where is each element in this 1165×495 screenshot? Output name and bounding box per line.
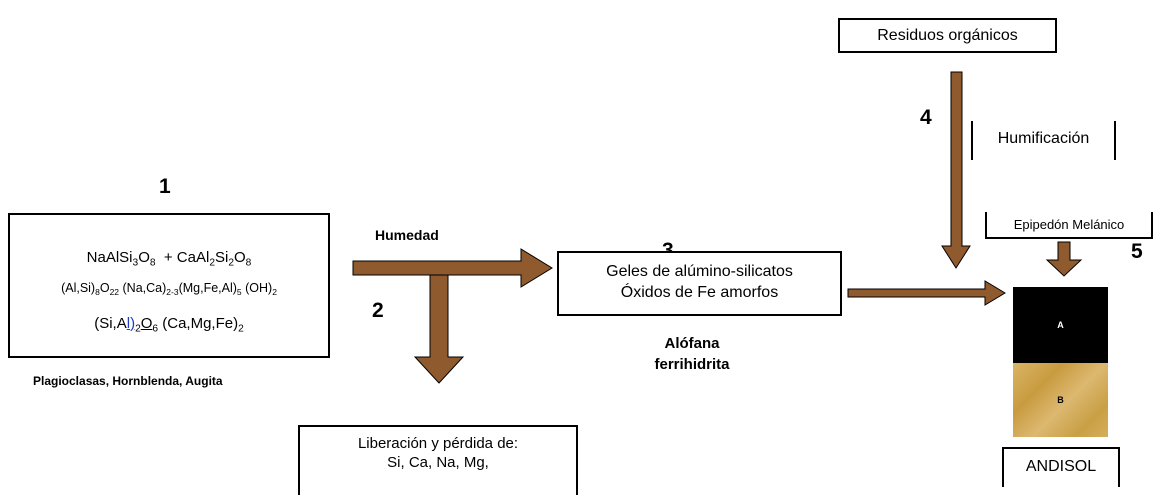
step-number-3: 3 [662,239,674,263]
formula-plagioclase: NaAlSi3O8 + CaAl2Si2O8 [86,249,252,269]
geles-box: Geles de alúmino-silicatos Óxidos de Fe … [557,251,842,316]
arrow-epipedon [1045,241,1083,277]
formula-hornblende: (Al,Si)8O22 (Na,Ca)2-3(Mg,Fe,Al)5 (OH)2 [61,281,277,297]
liberacion-line-1: Liberación y pérdida de: [357,435,519,452]
humedad-label: Humedad [375,227,439,243]
arrow-to-andisol [847,280,1006,306]
arrows-layer [352,71,1083,384]
andisol-soil-profile: A B [1013,287,1108,437]
horizon-b-label: B [1057,395,1064,405]
step-number-1: 1 [159,175,171,198]
liberacion-box: Liberación y pérdida de: Si, Ca, Na, Mg, [298,425,578,495]
horizon-b: B [1013,363,1108,437]
humificacion-box: Humificación [971,121,1116,160]
residuos-box: Residuos orgánicos [838,18,1057,53]
alofana-line-1: Alófana [664,335,720,352]
epipedon-box: Epipedón Melánico [985,212,1153,239]
arrow-humificacion [941,71,971,269]
step-number-5: 5 [1131,240,1143,263]
liberacion-line-2: Si, Ca, Na, Mg, [387,454,489,471]
geles-line-1: Geles de alúmino-silicatos [606,263,793,280]
alofana-line-2: ferrihidrita [654,356,730,373]
horizon-a: A [1013,287,1108,363]
minerals-label: Plagioclasas, Hornblenda, Augita [33,374,223,388]
step-number-2: 2 [372,299,384,322]
step-number-4: 4 [920,106,932,129]
arrow-down-liberacion [413,274,465,384]
humificacion-label: Humificación [997,129,1090,147]
residuos-label: Residuos orgánicos [877,26,1018,44]
andisol-label: ANDISOL [1025,458,1097,475]
formula-augite: (Si,Al)2O6 (Ca,Mg,Fe)2 [94,315,244,335]
epipedon-label: Epipedón Melánico [1013,217,1125,232]
horizon-a-label: A [1057,320,1064,330]
andisol-box: ANDISOL [1002,447,1120,487]
arrow-humedad [352,248,553,288]
geles-line-2: Óxidos de Fe amorfos [620,284,779,301]
minerals-formula-box: NaAlSi3O8 + CaAl2Si2O8 (Al,Si)8O22 (Na,C… [8,213,330,358]
alofana-label: Alófana ferrihidrita [627,333,757,375]
